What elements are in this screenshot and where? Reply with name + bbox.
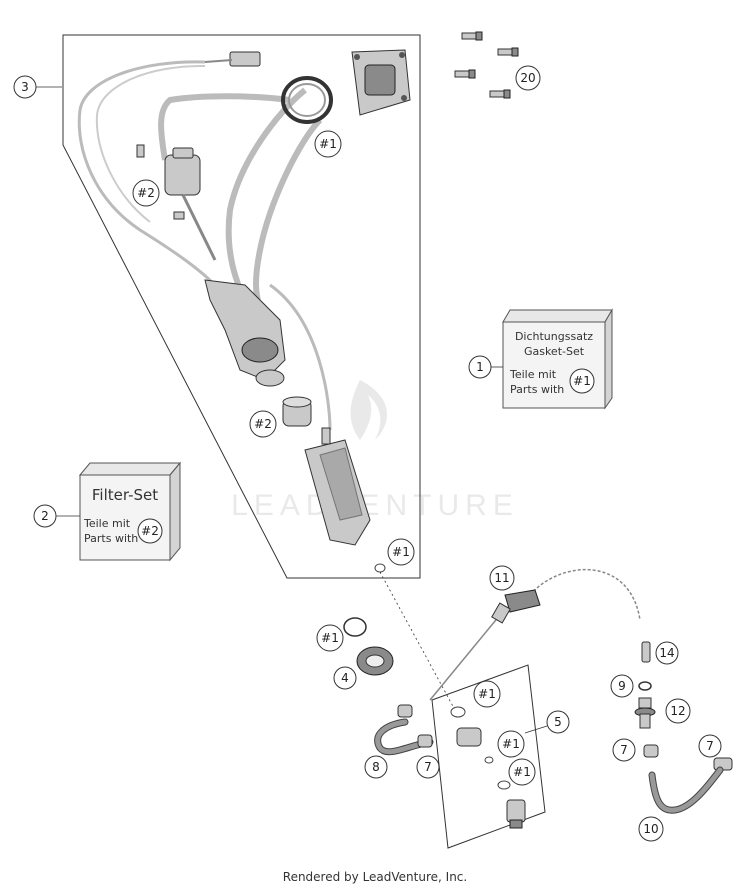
callout-2-kit: 2 — [33, 504, 80, 528]
pump-flange — [351, 49, 411, 116]
footer-credit: Rendered by LeadVenture, Inc. — [282, 870, 468, 884]
callout-7-left: 7 — [416, 755, 440, 779]
svg-text:2: 2 — [41, 509, 49, 523]
callout-5: 5 — [524, 710, 570, 734]
callout-ref1-ring: #1 — [316, 624, 344, 652]
svg-text:9: 9 — [618, 679, 626, 693]
svg-text:12: 12 — [670, 704, 685, 718]
hose-clamp-mid — [643, 744, 659, 758]
fuel-pump-exploded-diagram: LEADVENTURE — [13, 31, 733, 849]
svg-text:7: 7 — [620, 743, 628, 757]
svg-text:14: 14 — [659, 646, 674, 660]
svg-text:Filter-Set: Filter-Set — [92, 486, 158, 504]
svg-text:Dichtungssatz: Dichtungssatz — [515, 330, 593, 343]
callout-14: 14 — [655, 641, 679, 665]
svg-text:20: 20 — [520, 71, 535, 85]
svg-text:#1: #1 — [392, 545, 410, 559]
callout-ref1-block-c: #1 — [508, 758, 536, 786]
watermark-text: LEADVENTURE — [231, 489, 519, 522]
svg-text:5: 5 — [554, 715, 562, 729]
wiring-connector — [204, 51, 261, 67]
callout-9: 9 — [610, 674, 634, 698]
callout-ref1-block-a: #1 — [473, 680, 501, 708]
mounting-screws — [454, 31, 519, 99]
svg-text:Teile mit: Teile mit — [509, 368, 557, 381]
callout-8: 8 — [364, 755, 388, 779]
svg-text:7: 7 — [424, 760, 432, 774]
callout-12: 12 — [665, 698, 691, 724]
seal-ring — [343, 617, 367, 637]
svg-text:1: 1 — [476, 360, 484, 374]
callout-ref1-tube: #1 — [374, 538, 456, 711]
inline-fuel-filter — [136, 144, 217, 261]
svg-text:Parts with: Parts with — [84, 532, 138, 545]
filter-set-box: Filter-Set Teile mit Parts with #2 — [78, 461, 182, 562]
callout-10: 10 — [638, 816, 664, 842]
callout-4: 4 — [333, 666, 357, 690]
callout-3: 3 — [13, 75, 62, 99]
plug-pin — [641, 641, 651, 663]
sensor-cable — [429, 568, 641, 701]
svg-text:#1: #1 — [478, 687, 496, 701]
fuel-pump-body — [204, 279, 286, 387]
flange-gasket — [281, 76, 333, 124]
pump-assembly-outline — [62, 34, 421, 579]
callout-11: 11 — [489, 565, 515, 591]
filter-sleeve — [282, 396, 312, 427]
svg-text:8: 8 — [372, 760, 380, 774]
svg-text:7: 7 — [706, 739, 714, 753]
leadventure-watermark: LEADVENTURE — [231, 380, 519, 522]
svg-text:Teile mit: Teile mit — [83, 517, 131, 530]
callout-ref1-flange: #1 — [314, 130, 342, 158]
callout-ref1-block-b: #1 — [497, 730, 525, 758]
svg-text:10: 10 — [643, 822, 658, 836]
hose-nipple — [634, 697, 656, 729]
svg-text:11: 11 — [494, 571, 509, 585]
pump-wiring-and-hoses — [77, 60, 332, 431]
svg-text:Parts with: Parts with — [510, 383, 564, 396]
svg-text:#1: #1 — [573, 374, 591, 388]
svg-text:3: 3 — [21, 80, 29, 94]
callout-20: 20 — [515, 65, 541, 91]
svg-text:#2: #2 — [137, 186, 155, 200]
svg-text:#1: #1 — [513, 765, 531, 779]
svg-text:#1: #1 — [502, 737, 520, 751]
mounting-plate — [431, 664, 546, 849]
callout-7-right: 7 — [698, 734, 722, 758]
svg-text:#1: #1 — [321, 631, 339, 645]
svg-text:4: 4 — [341, 671, 349, 685]
svg-text:Gasket-Set: Gasket-Set — [524, 345, 585, 358]
callout-1-kit: 1 — [468, 355, 503, 379]
retainer-nut — [356, 646, 394, 676]
callout-ref2-filter: #2 — [132, 179, 160, 207]
o-ring — [638, 681, 652, 691]
callout-ref2-sleeve: #2 — [249, 410, 277, 438]
svg-text:#2: #2 — [254, 417, 272, 431]
svg-text:#2: #2 — [141, 524, 159, 538]
gasket-set-box: Dichtungssatz Gasket-Set Teile mit Parts… — [502, 308, 613, 410]
svg-text:#1: #1 — [319, 137, 337, 151]
bent-hose-right — [648, 766, 724, 814]
pump-cartridge — [304, 427, 371, 546]
bent-hose-left — [374, 704, 434, 756]
callout-7-mid: 7 — [612, 738, 636, 762]
